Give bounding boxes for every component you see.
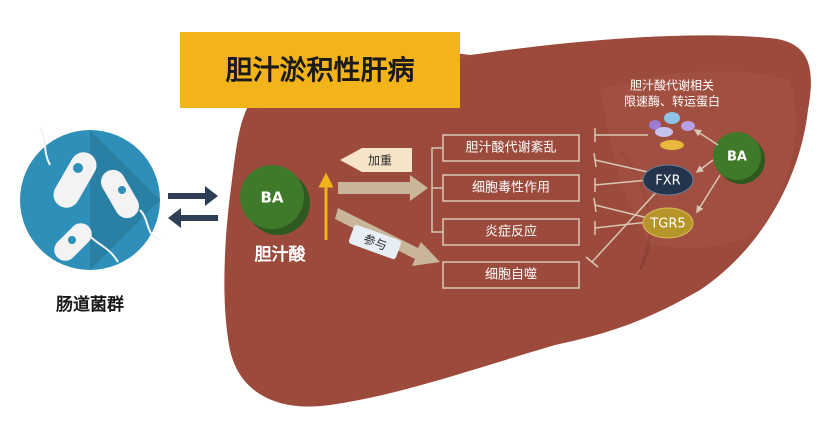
process-bracket xyxy=(431,147,443,233)
tgr5-node: TGR5 xyxy=(642,207,694,239)
process-box-cytotoxicity: 细胞毒性作用 xyxy=(442,174,580,202)
tag-participate: 参与 xyxy=(348,224,402,260)
arrow-aggravate xyxy=(338,175,428,201)
ba-right-text: BA xyxy=(727,150,747,165)
process-box-autophagy: 细胞自噬 xyxy=(442,261,580,289)
bile-acid-label: 胆汁酸 xyxy=(255,244,307,265)
gut-bacteria-icon xyxy=(20,127,161,270)
title-text: 胆汁淤积性肝病 xyxy=(226,56,415,87)
ba-node-right xyxy=(713,132,761,180)
tag-aggravate: 加重 xyxy=(340,148,412,172)
inhibition-lines xyxy=(585,128,661,268)
ba-left-text: BA xyxy=(260,189,283,207)
enzyme-label-line2: 限速酶、转运蛋白 xyxy=(624,94,720,109)
ba-right-arrows xyxy=(693,129,721,214)
svg-text:细胞自噬: 细胞自噬 xyxy=(485,268,537,283)
svg-text:胆汁酸代谢紊乱: 胆汁酸代谢紊乱 xyxy=(465,140,556,156)
liver-lobe-right xyxy=(600,71,796,248)
process-box-metabolism: 胆汁酸代谢紊乱 xyxy=(442,134,580,162)
ba-node-left xyxy=(240,165,304,229)
process-box-inflammation: 炎症反应 xyxy=(442,218,580,246)
enzyme-label-line1: 胆汁酸代谢相关 xyxy=(630,78,714,93)
svg-text:细胞毒性作用: 细胞毒性作用 xyxy=(472,181,550,196)
enzyme-blobs-icon xyxy=(649,112,695,150)
svg-text:FXR: FXR xyxy=(655,174,680,189)
svg-text:炎症反应: 炎症反应 xyxy=(485,224,537,240)
svg-text:加重: 加重 xyxy=(368,154,392,168)
svg-text:TGR5: TGR5 xyxy=(649,217,685,232)
exchange-arrows xyxy=(168,186,218,228)
fxr-node: FXR xyxy=(642,164,694,196)
title-banner xyxy=(180,32,460,108)
gut-label: 肠道菌群 xyxy=(56,294,124,315)
